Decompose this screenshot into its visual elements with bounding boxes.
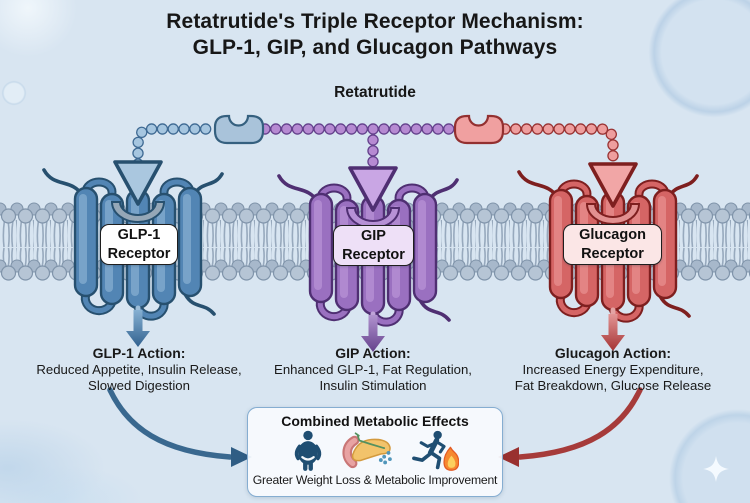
running-person-flame-icon: [412, 430, 459, 471]
gip-action-line2: Insulin Stimulation: [319, 377, 427, 393]
glp1-action-line2: Slowed Digestion: [88, 377, 190, 393]
glucagon-action-title: Glucagon Action:: [554, 345, 672, 361]
glp1-action-block: GLP-1 Action: Reduced Appetite, Insulin …: [14, 345, 264, 393]
sparkle-icon: [703, 456, 729, 482]
gip-label-line1: GIP: [361, 227, 386, 244]
gip-chain-segment: [259, 123, 458, 178]
weight-loss-person-icon: [294, 430, 322, 471]
glp1-action-title: GLP-1 Action:: [92, 345, 186, 361]
glucagon-chain-segment: [499, 123, 619, 172]
gip-action-line1: Enhanced GLP-1, Fat Regulation,: [274, 362, 472, 377]
combined-effects-box: Combined Metabolic Effects: [247, 407, 503, 497]
gip-label-line2: Receptor: [342, 246, 405, 263]
glp1-chain-segment: [132, 123, 219, 170]
glucagon-action-block: Glucagon Action: Increased Energy Expend…: [478, 345, 748, 393]
combined-effects-caption: Greater Weight Loss & Metabolic Improvem…: [252, 473, 498, 487]
combined-effects-title: Combined Metabolic Effects: [281, 413, 469, 429]
blue-curved-arrow: [107, 387, 233, 460]
red-curved-arrow: [517, 387, 643, 460]
glp1-receptor-label: GLP-1 Receptor: [100, 224, 178, 265]
glucagon-receptor-label: Glucagon Receptor: [563, 224, 662, 265]
glucagon-action-line2: Fat Breakdown, Glucose Release: [514, 377, 712, 393]
pancreas-icon: [342, 432, 392, 469]
retatrutide-peptide-chain: [132, 114, 619, 178]
title-line-1: Retatrutide's Triple Receptor Mechanism:: [166, 10, 584, 33]
glp1-label-line2: Receptor: [107, 245, 171, 262]
glucagon-label-line1: Glucagon: [579, 226, 646, 243]
gip-receptor-label: GIP Receptor: [333, 225, 414, 266]
glucagon-label-line2: Receptor: [581, 245, 644, 262]
gip-action-title: GIP Action:: [335, 345, 411, 361]
glp1-action-line1: Reduced Appetite, Insulin Release,: [36, 362, 242, 377]
fatty-acid-module-red: [453, 114, 505, 145]
retatrutide-label: Retatrutide: [334, 84, 416, 101]
page-title: Retatrutide's Triple Receptor Mechanism:…: [0, 9, 750, 61]
glp1-label-line1: GLP-1: [117, 226, 161, 243]
gip-action-block: GIP Action: Enhanced GLP-1, Fat Regulati…: [248, 345, 498, 393]
combined-effects-icons: [291, 430, 459, 472]
signal-arrows: [126, 305, 625, 352]
title-line-2: GLP-1, GIP, and Glucagon Pathways: [192, 36, 558, 60]
fatty-acid-module-blue: [213, 114, 265, 145]
convergence-arrows: [107, 387, 643, 467]
glucagon-action-line1: Increased Energy Expenditure,: [522, 362, 704, 377]
